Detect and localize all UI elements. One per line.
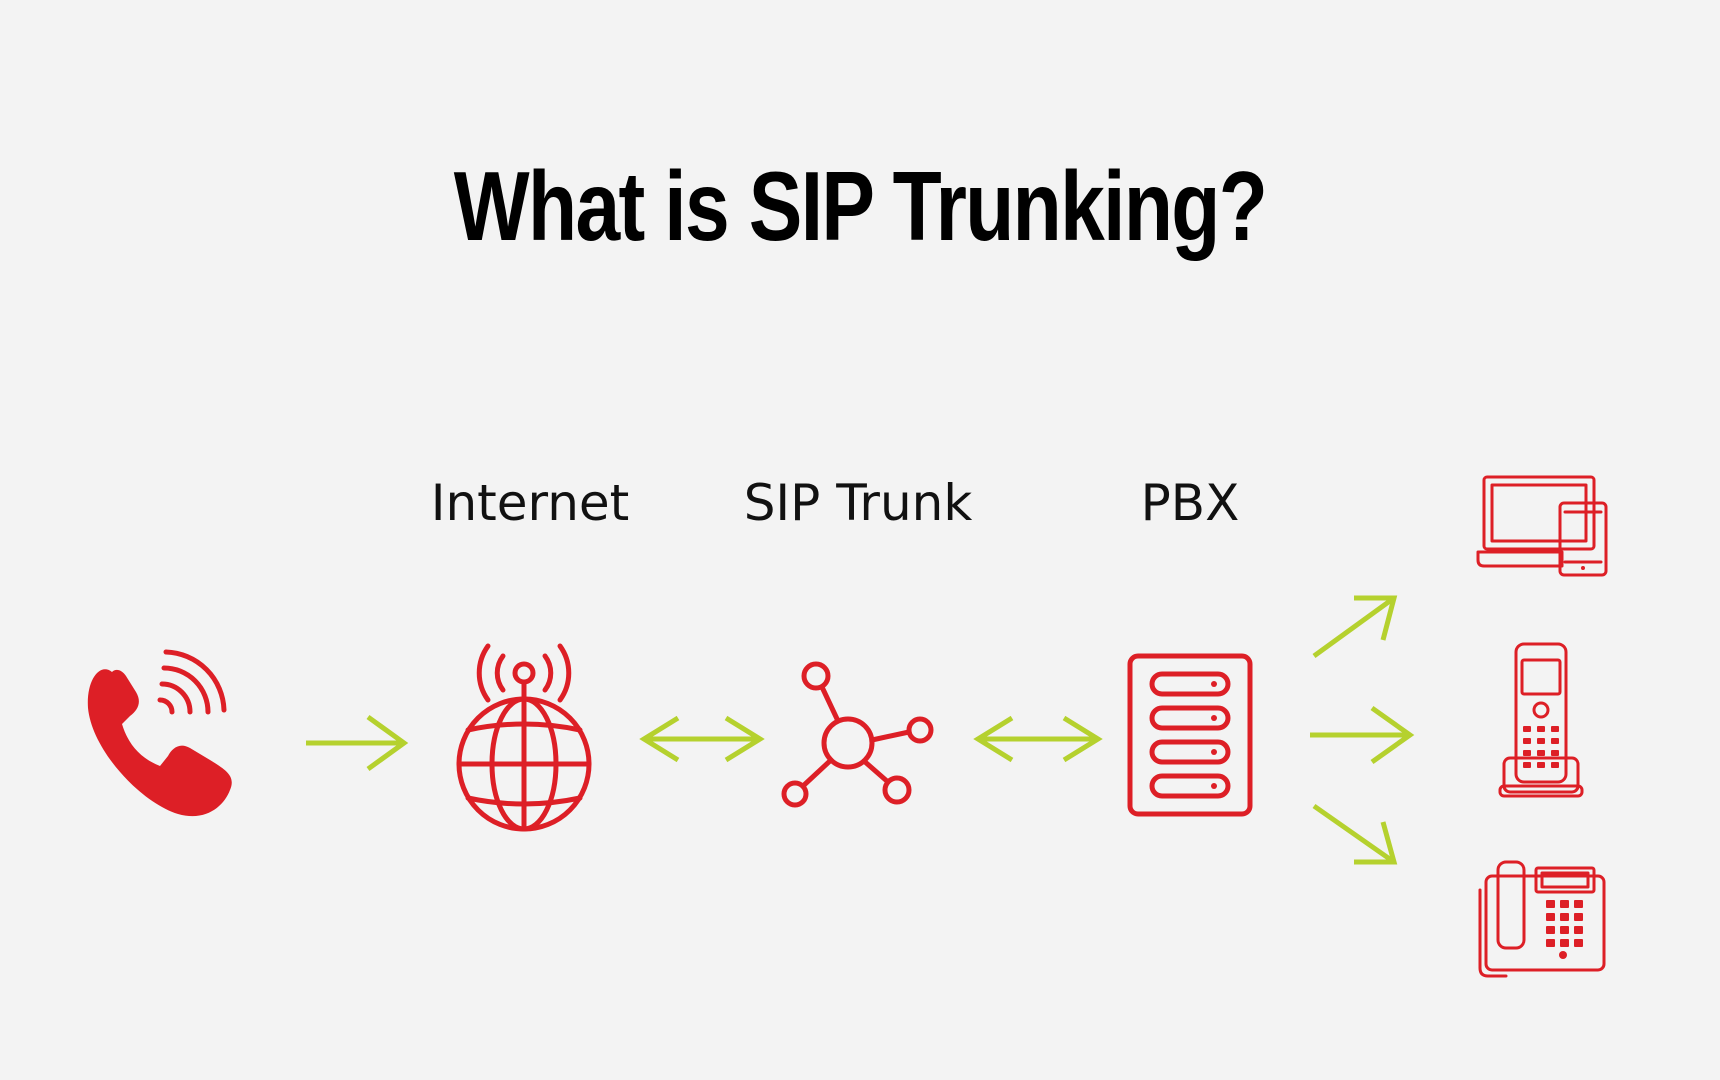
arrow-right [1310,705,1415,765]
globe-antenna-icon [456,643,592,832]
laptop-mobile-icon [1476,475,1608,577]
arrow-right [306,714,409,772]
phone-call-icon [87,649,232,817]
arrow-up-right [1312,595,1398,659]
page-title: What is SIP Trunking? [453,151,1268,261]
pbx-label: PBX [1140,474,1240,532]
desk-phone-icon [1478,860,1606,978]
arrow-bidirectional [973,715,1103,763]
server-rack-icon [1127,653,1253,817]
network-hub-icon [781,661,934,808]
arrow-down-right [1312,803,1398,865]
internet-label: Internet [430,474,630,532]
cordless-phone-icon [1498,642,1584,798]
sip-trunk-label: SIP Trunk [743,474,973,532]
arrow-bidirectional [639,715,765,763]
